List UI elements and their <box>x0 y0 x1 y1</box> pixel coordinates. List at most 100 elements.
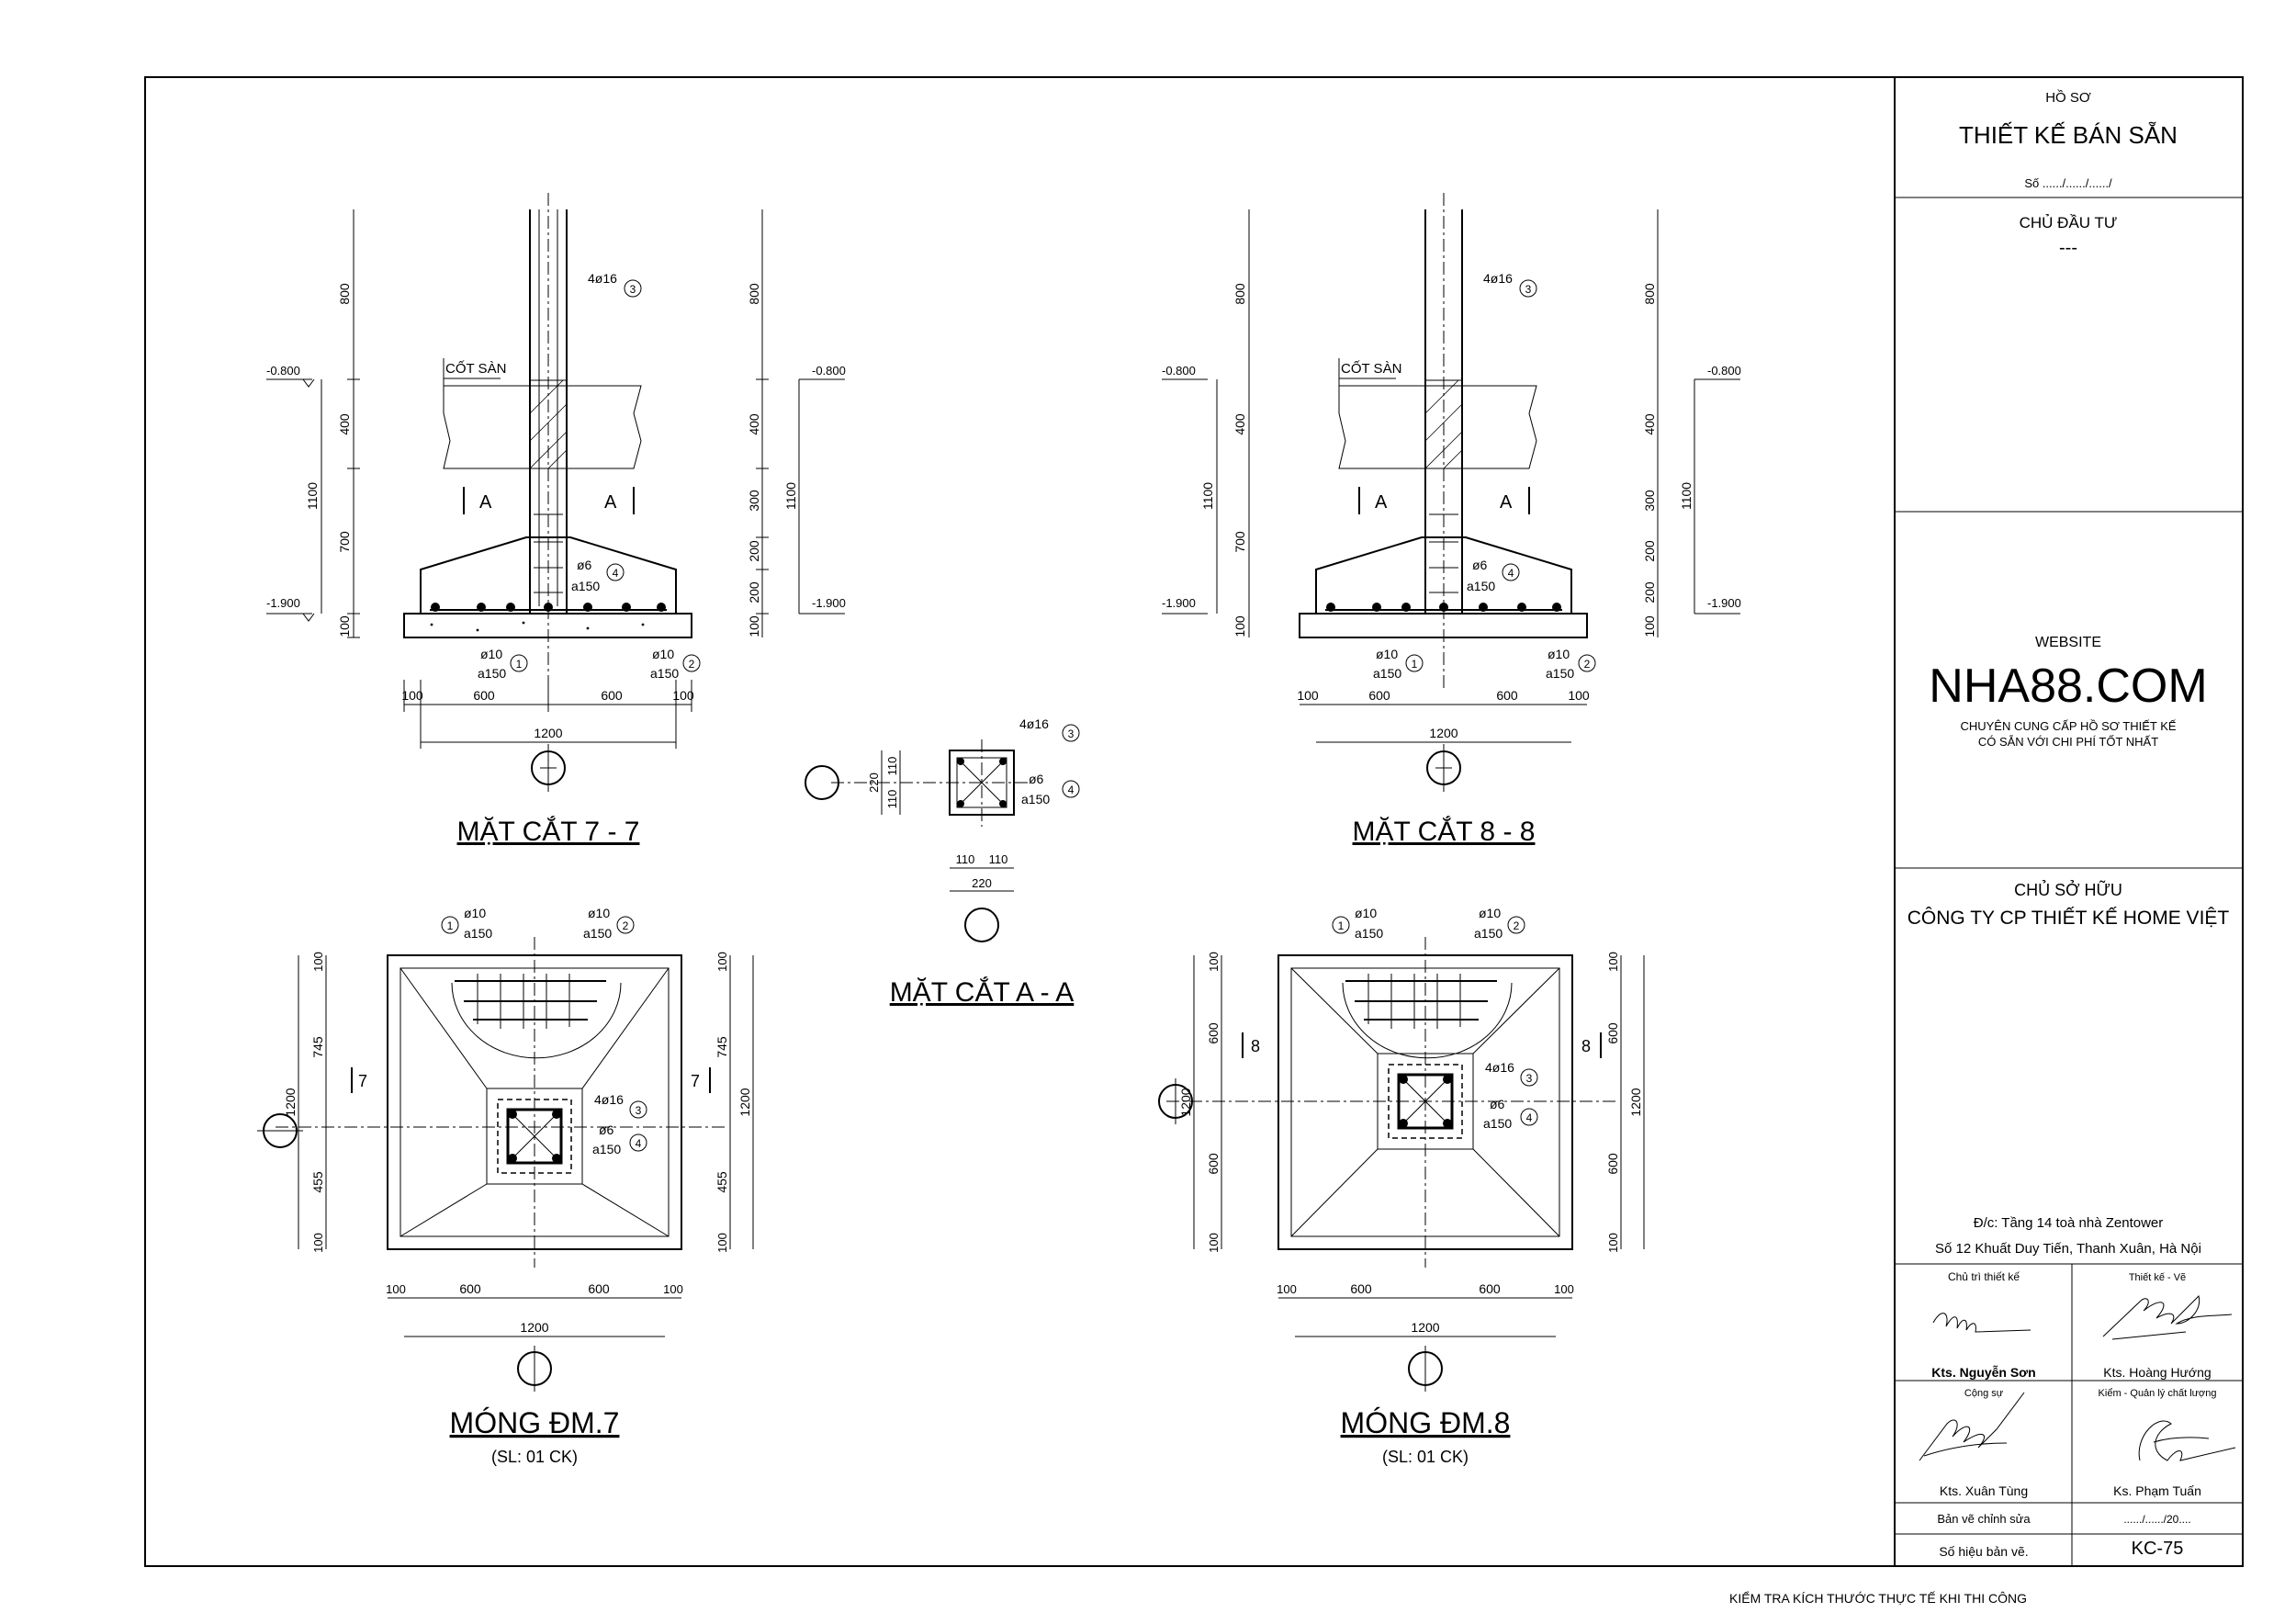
svg-text:A: A <box>604 492 617 513</box>
svg-text:1200: 1200 <box>1628 1088 1643 1116</box>
svg-text:ø6: ø6 <box>577 558 592 572</box>
svg-text:600: 600 <box>459 1281 481 1296</box>
so-hieu-value: KC-75 <box>2132 1539 2184 1559</box>
svg-text:100: 100 <box>672 688 694 703</box>
svg-text:110: 110 <box>989 852 1008 866</box>
signature-kiem <box>2138 1420 2236 1461</box>
svg-text:1: 1 <box>1412 658 1418 671</box>
svg-text:3: 3 <box>636 1104 642 1117</box>
svg-text:1100: 1100 <box>1200 482 1215 510</box>
footer-note: KIỂM TRA KÍCH THƯỚC THỰC TẾ KHI THI CÔNG <box>1729 1590 2027 1606</box>
signature-thiet-ke <box>2102 1295 2233 1340</box>
so-hieu-label: Số hiệu bản vẽ. <box>1939 1544 2028 1559</box>
svg-text:8: 8 <box>1251 1037 1260 1055</box>
svg-text:100: 100 <box>1554 1282 1574 1296</box>
section-8-title: MẶT CẮT 8 - 8 <box>1353 816 1536 847</box>
svg-text:ø10: ø10 <box>480 647 502 661</box>
svg-text:600: 600 <box>1496 688 1518 703</box>
svg-text:600: 600 <box>473 688 495 703</box>
svg-text:-0.800: -0.800 <box>812 364 846 378</box>
svg-text:1100: 1100 <box>1679 482 1694 510</box>
svg-text:CỐT SÀN: CỐT SÀN <box>1341 360 1401 377</box>
svg-text:ø10: ø10 <box>588 906 610 920</box>
plan-8-qty: (SL: 01 CK) <box>1382 1448 1469 1466</box>
svg-text:ø10: ø10 <box>1548 647 1570 661</box>
svg-text:100: 100 <box>1606 1233 1620 1253</box>
svg-text:100: 100 <box>715 1233 729 1253</box>
chu-dau-tu-label: CHỦ ĐẦU TƯ <box>2020 214 2118 231</box>
svg-text:-1.900: -1.900 <box>1707 596 1741 610</box>
svg-text:100: 100 <box>337 615 352 637</box>
svg-text:800: 800 <box>747 283 761 305</box>
svg-text:-0.800: -0.800 <box>1162 364 1196 378</box>
svg-text:a150: a150 <box>1546 666 1574 681</box>
section-7-7: A A CỐT SÀN -0.800 -1.900 -0.800 -1.900 … <box>266 193 846 792</box>
svg-text:1: 1 <box>516 658 523 671</box>
svg-text:1: 1 <box>447 919 454 932</box>
svg-text:100: 100 <box>1277 1282 1297 1296</box>
svg-text:200: 200 <box>1642 581 1657 603</box>
svg-text:A: A <box>1375 492 1388 513</box>
svg-text:3: 3 <box>630 283 636 296</box>
svg-text:100: 100 <box>311 952 325 972</box>
svg-text:4ø16: 4ø16 <box>1019 716 1049 731</box>
svg-text:600: 600 <box>1368 688 1390 703</box>
address-2: Số 12 Khuất Duy Tiến, Thanh Xuân, Hà Nội <box>1935 1241 2201 1257</box>
svg-text:700: 700 <box>337 531 352 553</box>
svg-text:100: 100 <box>1568 688 1590 703</box>
owner-name: CÔNG TY CP THIẾT KẾ HOME VIỆT <box>1908 908 2230 929</box>
svg-text:200: 200 <box>747 581 761 603</box>
svg-text:4: 4 <box>613 567 619 580</box>
svg-text:a150: a150 <box>1467 579 1495 593</box>
chinh-sua-value: ....../....../20.... <box>2123 1513 2190 1526</box>
svg-text:1200: 1200 <box>737 1088 752 1116</box>
svg-text:1: 1 <box>1338 919 1345 932</box>
svg-text:1200: 1200 <box>283 1088 298 1116</box>
svg-text:600: 600 <box>1479 1281 1501 1296</box>
svg-text:600: 600 <box>1605 1153 1620 1175</box>
svg-text:ø10: ø10 <box>464 906 486 920</box>
plan-7-qty: (SL: 01 CK) <box>491 1448 578 1466</box>
tagline-1: CHUYÊN CUNG CẤP HỒ SƠ THIẾT KẾ <box>1960 719 2176 733</box>
svg-text:110: 110 <box>956 852 975 866</box>
svg-text:ø10: ø10 <box>1355 906 1377 920</box>
plan-dm8: 8 8 100 600 600 100 1200 100 600 600 100… <box>1158 906 1645 1392</box>
section-7-title: MẶT CẮT 7 - 7 <box>457 816 640 847</box>
svg-text:a150: a150 <box>478 666 506 681</box>
owner-label: CHỦ SỞ HỮU <box>2014 880 2122 899</box>
svg-text:100: 100 <box>747 615 761 637</box>
svg-text:-0.800: -0.800 <box>266 364 300 378</box>
svg-text:-0.800: -0.800 <box>1707 364 1741 378</box>
svg-text:455: 455 <box>310 1171 325 1193</box>
plan-7-title: MÓNG ĐM.7 <box>450 1406 620 1439</box>
svg-text:100: 100 <box>1207 952 1221 972</box>
svg-text:600: 600 <box>1206 1022 1221 1044</box>
svg-text:a150: a150 <box>1021 792 1050 806</box>
tagline-2: CÓ SẴN VỚI CHI PHÍ TỐT NHẤT <box>1978 735 2158 749</box>
section-8-8: A A CỐT SÀN -0.800 -1.900 -0.800 -1.900 … <box>1162 193 1741 792</box>
svg-text:600: 600 <box>588 1281 610 1296</box>
svg-text:4ø16: 4ø16 <box>1483 271 1513 286</box>
svg-text:2: 2 <box>623 919 629 932</box>
svg-text:3: 3 <box>1525 283 1532 296</box>
svg-text:1200: 1200 <box>534 726 562 740</box>
svg-text:ø10: ø10 <box>652 647 674 661</box>
plan-8-title: MÓNG ĐM.8 <box>1341 1406 1511 1439</box>
chu-tri-name: Kts. Nguyễn Sơn <box>1931 1365 2035 1380</box>
svg-text:200: 200 <box>1642 540 1657 562</box>
ho-so-label: HỒ SƠ <box>2045 89 2091 106</box>
svg-text:a150: a150 <box>464 926 492 941</box>
svg-text:100: 100 <box>1297 688 1319 703</box>
svg-text:600: 600 <box>601 688 623 703</box>
svg-text:1200: 1200 <box>1429 726 1458 740</box>
svg-text:4: 4 <box>1068 784 1075 796</box>
svg-text:1200: 1200 <box>520 1320 548 1335</box>
svg-text:600: 600 <box>1350 1281 1372 1296</box>
svg-text:7: 7 <box>691 1072 700 1090</box>
svg-text:1200: 1200 <box>1411 1320 1439 1335</box>
svg-text:4ø16: 4ø16 <box>1485 1060 1514 1075</box>
svg-text:4: 4 <box>1508 567 1514 580</box>
svg-text:a150: a150 <box>1474 926 1503 941</box>
svg-text:4ø16: 4ø16 <box>588 271 617 286</box>
svg-text:745: 745 <box>715 1036 729 1058</box>
